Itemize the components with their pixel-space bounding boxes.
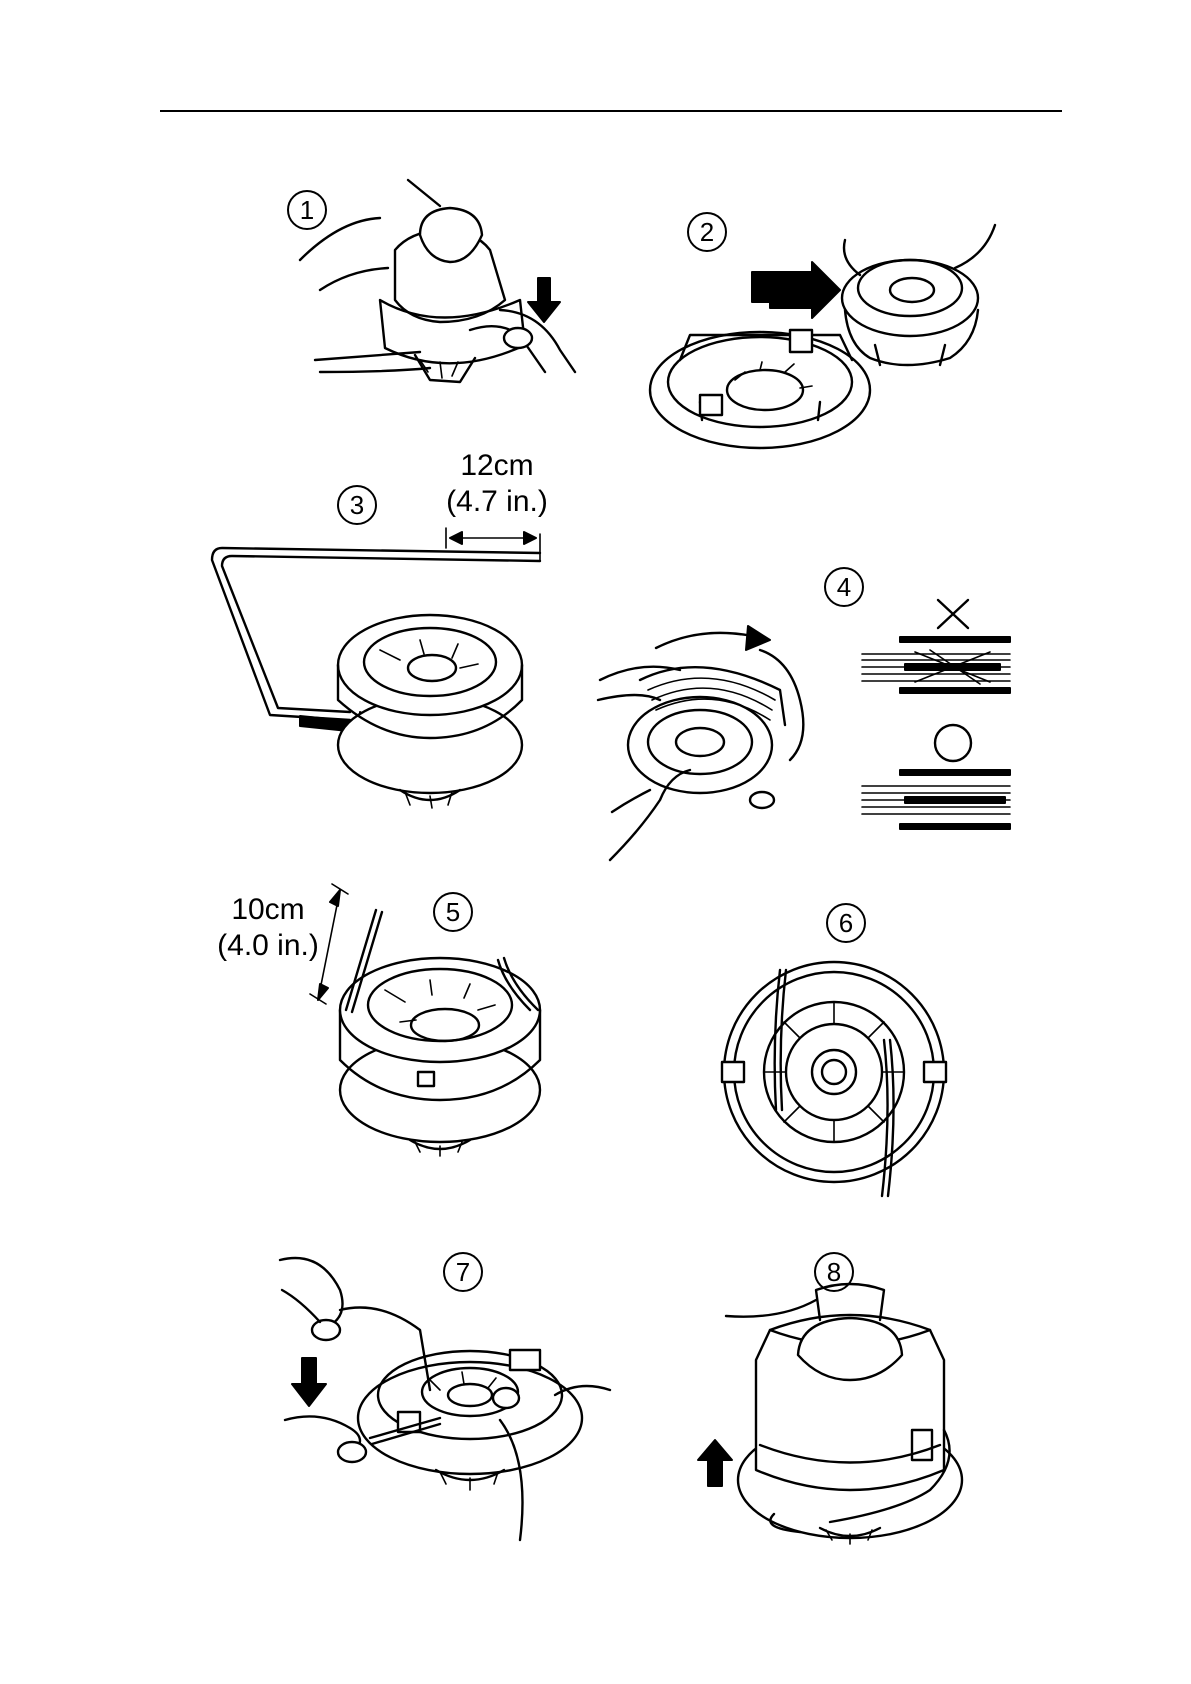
step-6-illustration xyxy=(722,962,946,1196)
step-5-illustration xyxy=(310,884,540,1156)
down-arrow-icon xyxy=(528,278,560,322)
up-arrow-icon xyxy=(698,1440,732,1486)
step-7-illustration xyxy=(280,1258,610,1540)
right-arrow-icon xyxy=(752,262,840,318)
wrong-winding-diagram xyxy=(862,600,1010,693)
correct-winding-diagram xyxy=(862,725,1010,829)
step-1-illustration xyxy=(300,180,575,382)
step-8-illustration xyxy=(698,1284,962,1544)
circle-mark-icon xyxy=(935,725,971,761)
curved-arrow-icon xyxy=(656,626,770,650)
step-4-illustration xyxy=(598,600,1010,860)
step-3-illustration xyxy=(212,528,540,808)
down-arrow-icon xyxy=(292,1358,326,1406)
cross-mark-icon xyxy=(938,600,968,628)
step-2-illustration xyxy=(650,225,995,448)
